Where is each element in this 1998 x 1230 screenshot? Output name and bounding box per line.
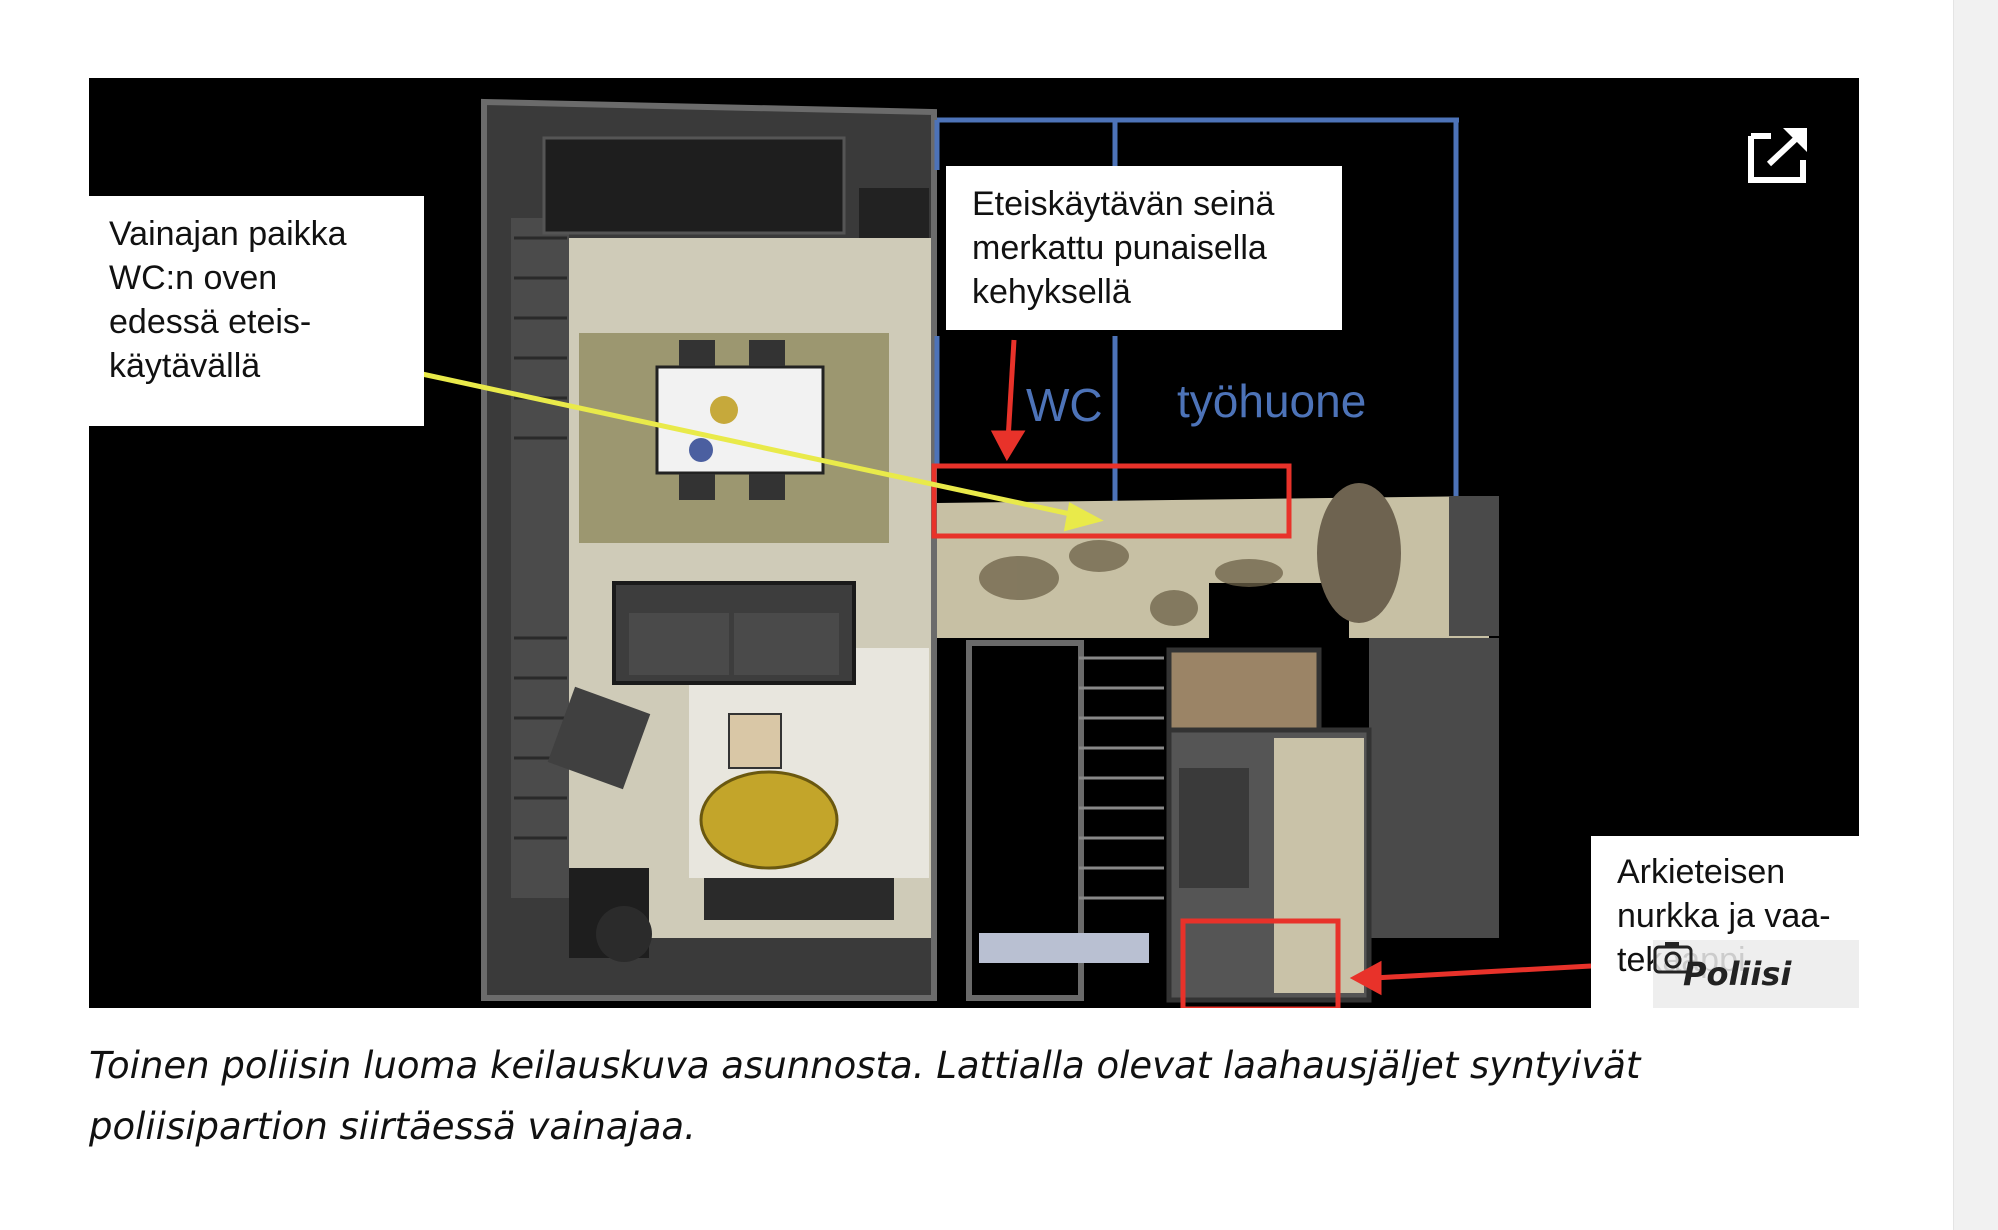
callout-line: nurkka ja vaa- [1617,897,1831,935]
callout-victim-location: Vainajan paikka WC:n oven edessä eteis- … [89,196,424,426]
floorplan-scan [421,98,1592,1008]
callout-line: merkattu punaisella [972,229,1267,267]
photo-credit: Poliisi [1653,940,1859,1008]
callout-line: käytävällä [109,347,261,385]
callout-hallway-wall: Eteiskäytävän seinä merkattu punaisella … [946,166,1342,330]
callout-line: WC:n oven [109,259,278,297]
callout-line: Eteiskäytävän seinä [972,185,1275,223]
expand-image-button[interactable] [1745,126,1811,186]
callout-line: edessä eteis- [109,303,312,341]
room-label-study: työhuone [1177,375,1367,427]
room-label-wc: WC [1026,379,1103,431]
camera-icon [1653,942,1693,974]
floorplan-figure: Vainajan paikka WC:n oven edessä eteis- … [89,78,1859,1008]
callout-line: Arkieteisen [1617,853,1786,891]
photo-credit-text: Poliisi [1683,955,1792,993]
page-scrollbar-track[interactable] [1953,0,1998,1230]
callout-line: kehyksellä [972,273,1131,311]
external-link-icon [1748,128,1807,183]
figure-caption: Toinen poliisin luoma keilauskuva asunno… [89,1044,1641,1148]
callout-line: Vainajan paikka [109,215,347,253]
